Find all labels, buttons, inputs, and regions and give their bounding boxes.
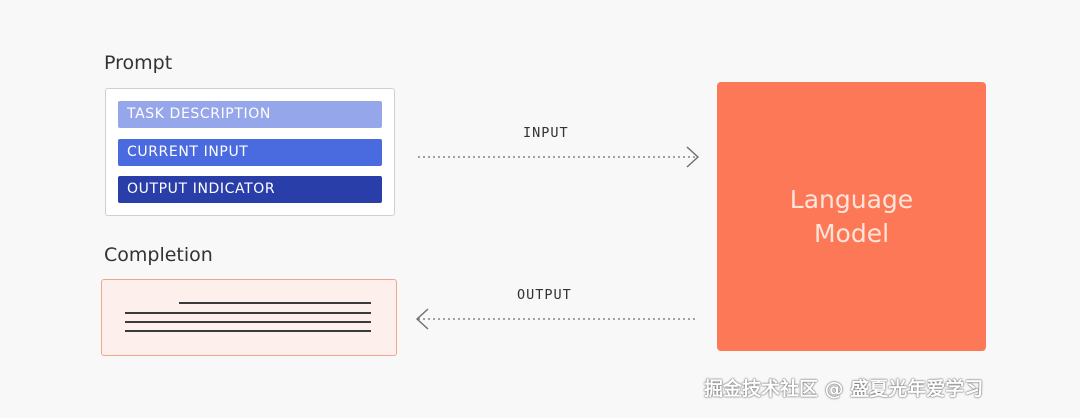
completion-box: [101, 279, 397, 356]
current-input-block: CURRENT INPUT: [118, 139, 382, 166]
model-label-line2: Model: [813, 218, 890, 248]
output-indicator-block: OUTPUT INDICATOR: [118, 176, 382, 203]
input-arrow-label: INPUT: [523, 125, 569, 141]
completion-text-line: [125, 321, 371, 323]
watermark: 掘金技术社区 @ 盛夏光年爱学习: [704, 378, 984, 400]
output-arrow: [415, 308, 695, 330]
completion-text-line: [179, 302, 371, 304]
input-arrow: [418, 146, 700, 168]
task-description-block: TASK DESCRIPTION: [118, 101, 382, 128]
language-model-box: Language Model: [717, 82, 986, 351]
language-model-label: Language Model: [752, 183, 952, 251]
prompt-box: TASK DESCRIPTION CURRENT INPUT OUTPUT IN…: [105, 88, 395, 216]
model-label-line1: Language: [789, 184, 914, 214]
prompt-title: Prompt: [104, 52, 173, 74]
output-arrow-label: OUTPUT: [517, 287, 572, 303]
completion-text-line: [125, 312, 371, 314]
completion-title: Completion: [104, 244, 213, 266]
completion-text-line: [125, 330, 371, 332]
